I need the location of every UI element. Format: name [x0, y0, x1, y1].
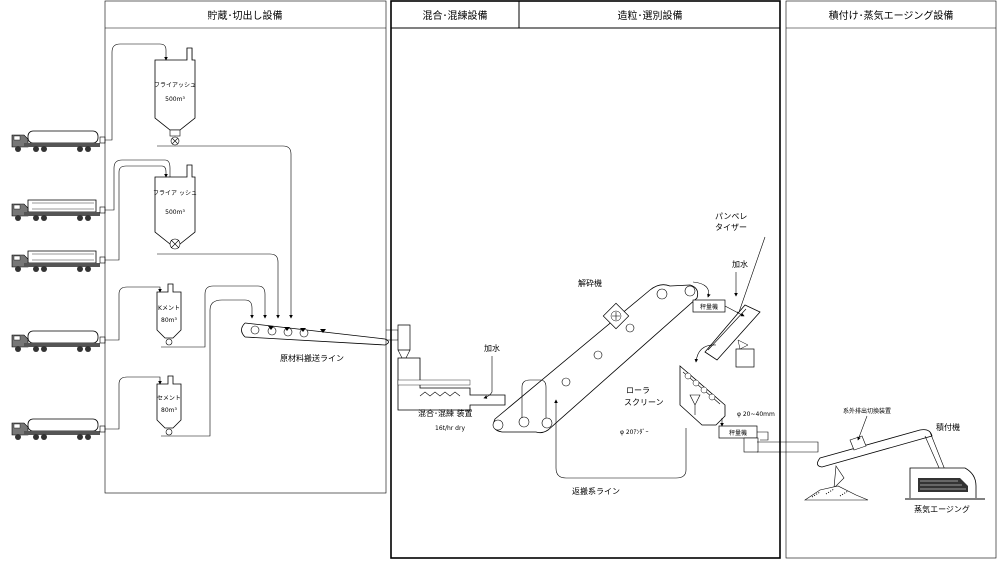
section-title-mixing: 混合･混練設備 [423, 9, 488, 22]
raw-conveyor-label: 原材料搬送ライン [280, 353, 344, 363]
loader-label: 積付機 [936, 422, 960, 432]
scale1-label: 秤量機 [700, 303, 718, 311]
pelletizer-label-1: パンペレ [715, 212, 747, 221]
storage-section-frame [104, 0, 387, 494]
discharge-pile [804, 465, 869, 501]
silo-cement-1 [156, 283, 182, 346]
roller-screen [679, 365, 726, 426]
silo-fly-ash-1 [154, 47, 196, 146]
raw-material-conveyor [241, 322, 389, 346]
crusher-label: 解砕機 [578, 278, 602, 288]
scale2-label: 秤量機 [729, 429, 747, 437]
size-range-label: φ 20~40mm [737, 411, 775, 418]
silo4-capacity: 80m³ [161, 407, 177, 414]
silo2-capacity: 500m³ [165, 209, 185, 216]
mixing-granulation-section-frame [390, 0, 781, 559]
silo1-name: フライアッシュ [154, 82, 196, 89]
tanker-truck-icon [11, 330, 101, 353]
water-label-1: 加水 [484, 343, 500, 353]
pelletizer-pan [704, 304, 761, 368]
loading-conveyor [817, 429, 946, 471]
section-title-storage: 貯蔵･切出し設備 [208, 9, 283, 22]
crusher [602, 302, 630, 330]
tanker-truck-icon [11, 130, 101, 153]
silo-fly-ash-2 [154, 164, 196, 250]
mixer-rate: 16t/hr dry [435, 425, 465, 432]
mixer-unit [397, 357, 506, 411]
aging-building [905, 467, 985, 500]
roller-label-2: スクリーン [624, 398, 664, 407]
silo2-name: フライア ッシュ [153, 190, 197, 197]
discharge-label: 系外排出切換装置 [843, 407, 891, 415]
aging-label: 蒸気エージング [914, 504, 970, 514]
silo-cement-2 [156, 375, 182, 436]
silo1-capacity: 500m³ [165, 96, 185, 103]
loading-section-frame [785, 0, 997, 559]
pelletizer-label-2: タイザー [715, 223, 747, 232]
roller-label-1: ローラ [626, 386, 650, 395]
tanker-truck-icon [11, 250, 101, 273]
inclined-conveyor [492, 284, 699, 434]
water-label-2: 加水 [732, 259, 748, 269]
mixer-label: 混合･混練 装置 [418, 408, 473, 418]
silo4-name: セメント [157, 395, 181, 402]
tanker-truck-icon [11, 418, 101, 441]
silo3-capacity: 80m³ [161, 317, 177, 324]
silo3-name: Kメント [158, 305, 180, 312]
section-title-loading: 積付け･蒸気エージング設備 [829, 9, 954, 22]
return-line-label: 返搬系ライン [572, 486, 620, 496]
tanker-truck-icon [11, 199, 101, 222]
size-under-label: φ 20ｱﾝﾀﾞｰ [620, 429, 649, 436]
section-title-granulation: 造粒･選別設備 [618, 9, 683, 22]
